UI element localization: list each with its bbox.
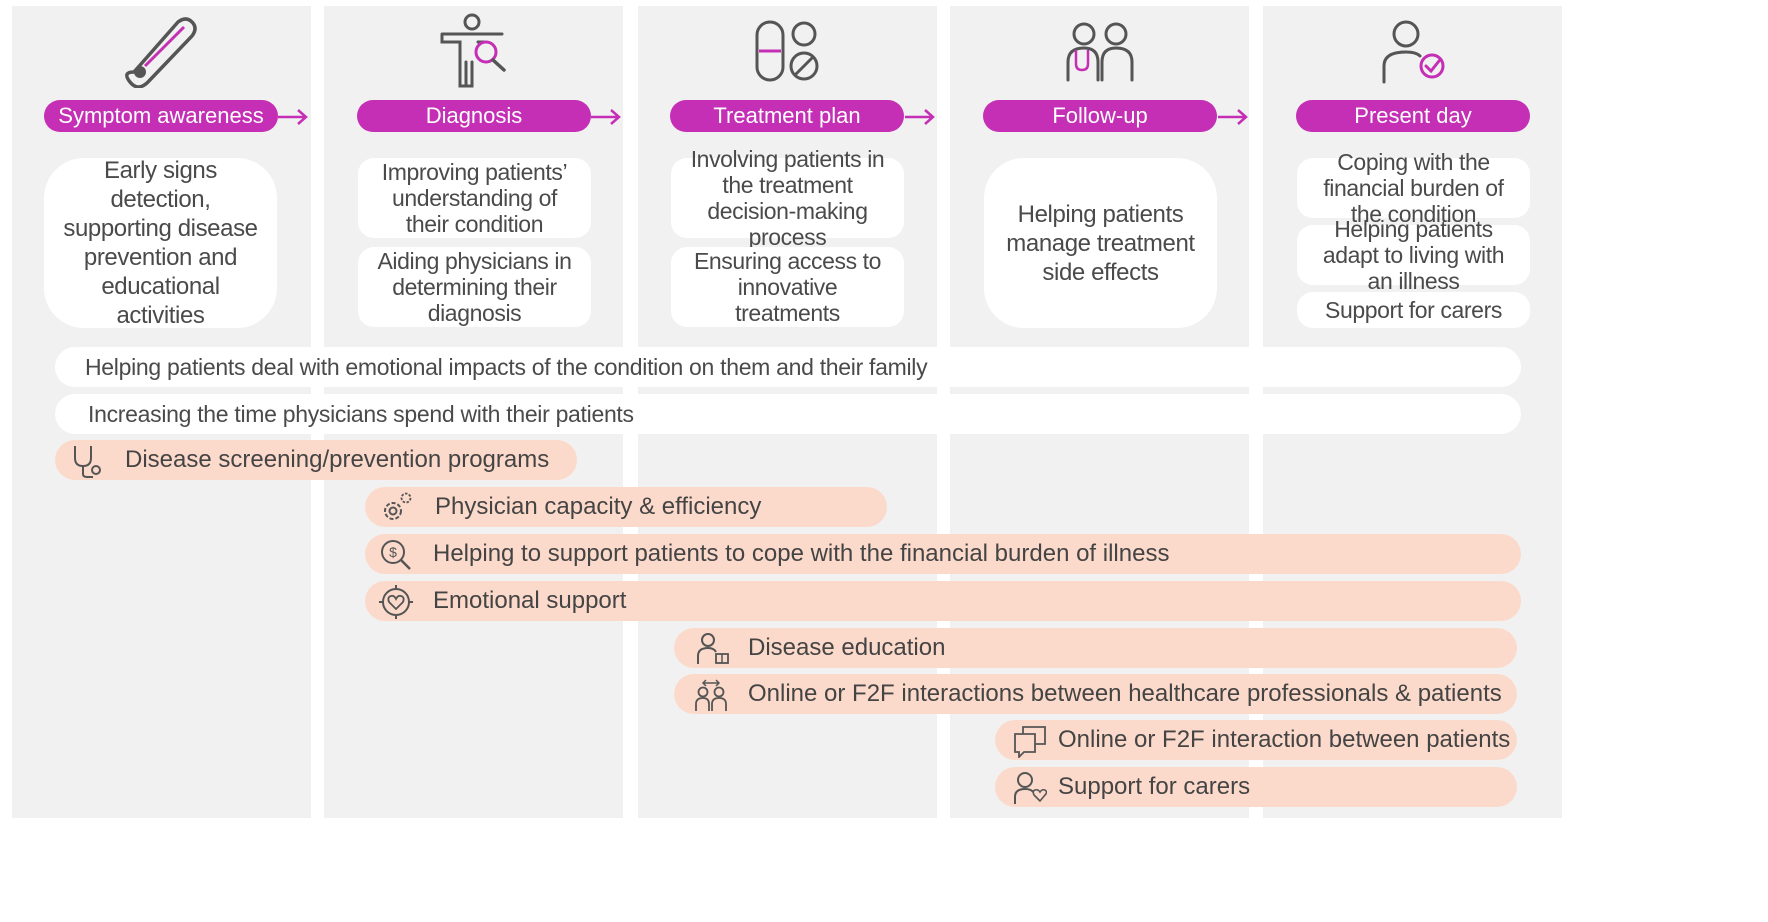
thermometer-icon (125, 17, 197, 88)
shared-need-row: Increasing the time physicians spend wit… (55, 394, 1521, 434)
stage-card: Ensuring access to innovative treatments (671, 247, 904, 327)
dollar-search-icon: $ (381, 540, 411, 570)
program-label: Emotional support (433, 587, 627, 614)
program-bar: Physician capacity & efficiency (365, 487, 887, 527)
chat-bubbles-icon (1014, 726, 1046, 758)
stage-card: Coping with the financial burden of the … (1297, 149, 1530, 227)
arrow-right-icon (591, 109, 621, 125)
program-label: Disease education (748, 634, 946, 661)
program-bar: Online or F2F interaction between patien… (995, 720, 1517, 760)
arrow-right-icon (278, 109, 308, 125)
program-label: Online or F2F interactions between healt… (748, 680, 1502, 707)
stethoscope-icon (74, 446, 101, 478)
pills-icon (755, 20, 819, 82)
program-label: Support for carers (1058, 773, 1251, 800)
program-bar: Online or F2F interactions between healt… (674, 674, 1517, 714)
program-label: Online or F2F interaction between patien… (1058, 726, 1511, 753)
stage-pill-symptom-awareness: Symptom awareness (44, 100, 278, 132)
shared-need-row: Helping patients deal with emotional imp… (55, 347, 1521, 387)
person-magnifier-icon (440, 13, 506, 88)
arrow-right-icon (905, 109, 935, 125)
stage-pill-diagnosis: Diagnosis (357, 100, 591, 132)
program-label: Physician capacity & efficiency (435, 493, 762, 520)
program-bar: Support for carers (995, 767, 1517, 807)
stage-pill-treatment-plan: Treatment plan (670, 100, 904, 132)
stage-card: Aiding physicians in determining their d… (358, 247, 591, 327)
doctor-patient-icon (1066, 22, 1134, 82)
gears-icon (384, 492, 412, 520)
stage-card: Support for carers (1297, 292, 1530, 328)
heart-target-icon (379, 585, 413, 619)
arrow-right-icon (1218, 109, 1248, 125)
svg-text:$: $ (389, 544, 397, 560)
stage-pill-follow-up: Follow-up (983, 100, 1217, 132)
stage-card: Helping patients manage treatment side e… (984, 158, 1217, 328)
stage-card: Improving patients’ understanding of the… (358, 158, 591, 238)
stage-card: Involving patients in the treatment deci… (671, 146, 904, 250)
person-heart-icon (1014, 772, 1047, 804)
stage-pill-present-day: Present day (1296, 100, 1530, 132)
person-check-icon (1382, 20, 1445, 84)
program-bar: Emotional support (365, 581, 1521, 621)
program-bar: Disease education (674, 628, 1517, 668)
person-book-icon (697, 633, 729, 664)
program-bar: $ Helping to support patients to cope wi… (365, 534, 1521, 574)
stage-card: Early signs detection, supporting diseas… (44, 157, 277, 329)
stage-card: Helping patients adapt to living with an… (1297, 216, 1530, 294)
program-label: Disease screening/prevention programs (125, 446, 550, 473)
program-label: Helping to support patients to cope with… (433, 540, 1170, 567)
people-exchange-icon (695, 679, 727, 711)
program-bar: Disease screening/prevention programs (55, 440, 577, 480)
